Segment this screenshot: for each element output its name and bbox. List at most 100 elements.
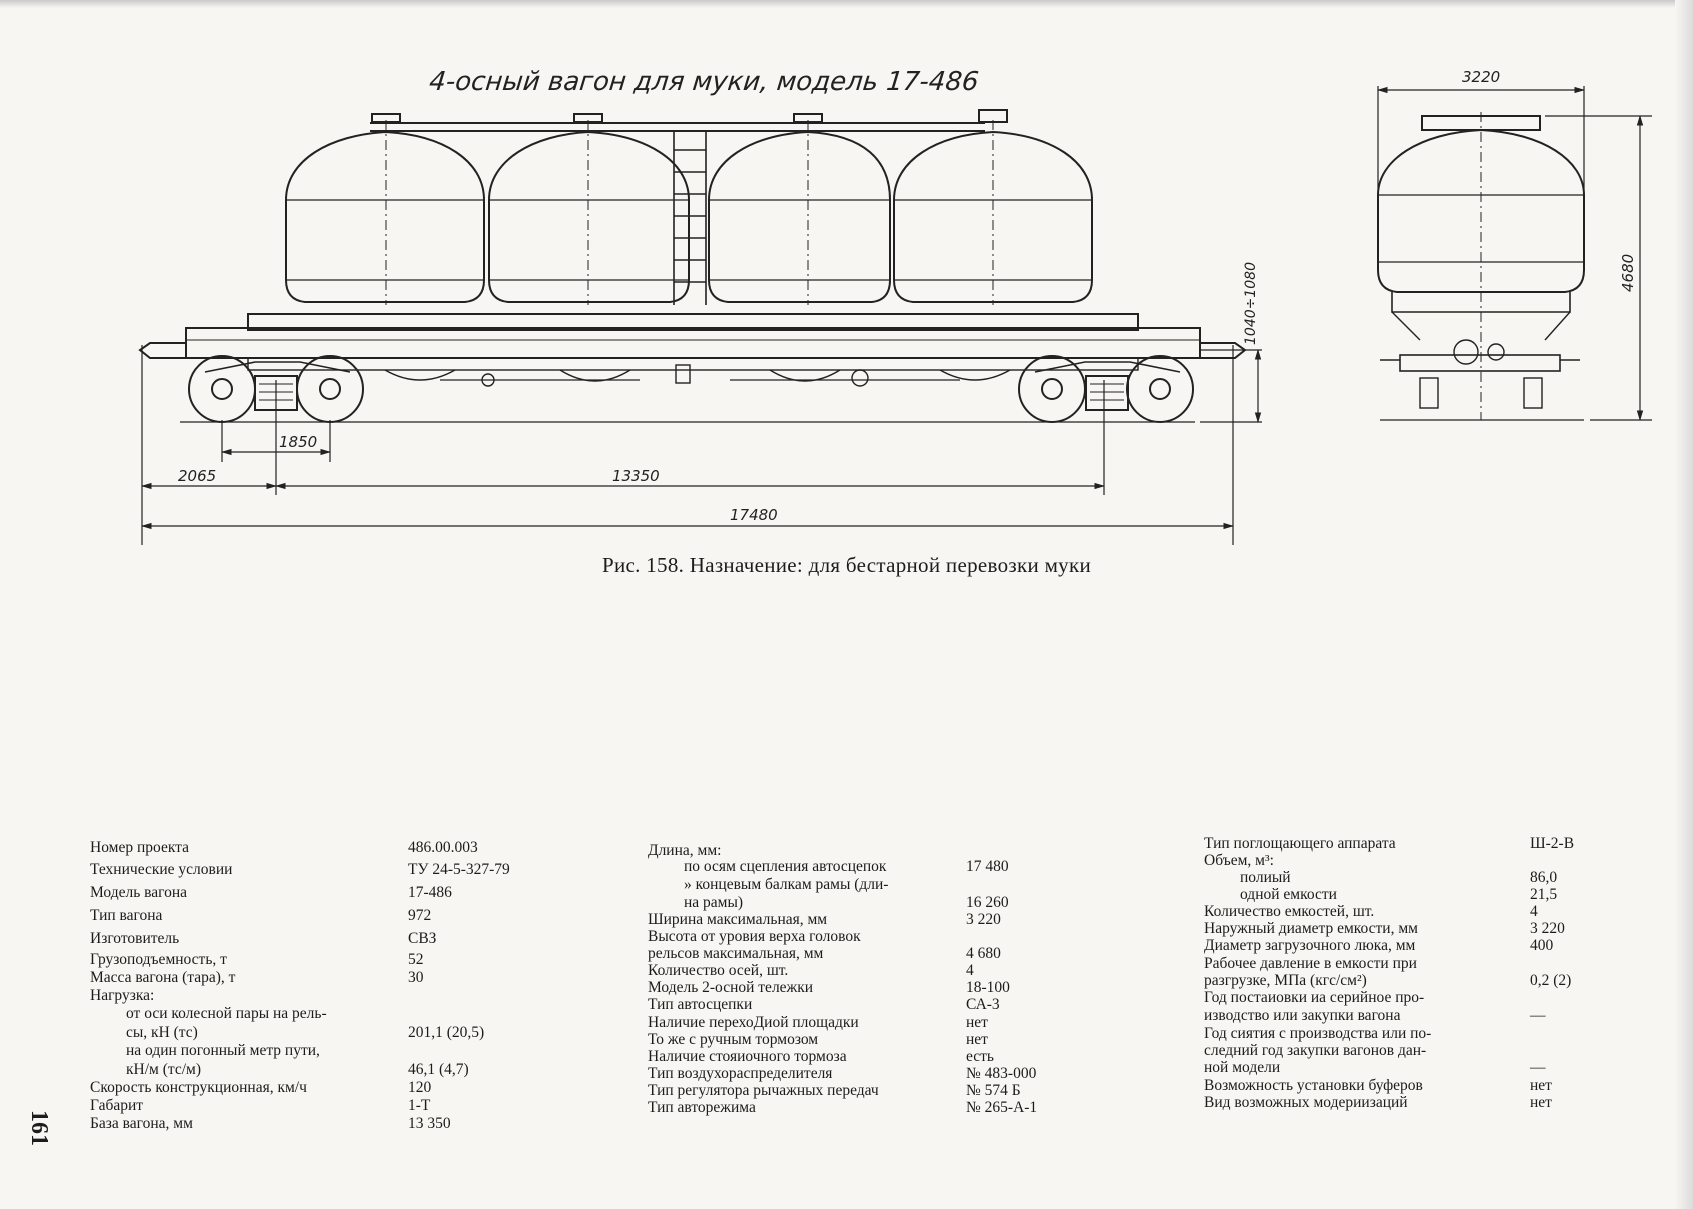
spec-label: База вагона, мм [90,1115,193,1132]
spec-value: Ш-2-В [1530,835,1575,852]
dim-coupler-height: 1040÷1080 [1243,262,1259,345]
spec-label: Масса вагона (тара), т [90,969,236,986]
spec-label: Год постаиовки иа серийное про- [1204,989,1425,1006]
spec-label: Тип вагона [90,907,163,924]
spec-value: 52 [408,951,424,968]
spec-row: от оси колесной пары на рель- [90,1005,610,1023]
spec-value: 201,1 (20,5) [408,1024,485,1041]
spec-label: сы, кН (тс) [126,1024,198,1041]
spec-label: Тип автосцепки [648,996,753,1013]
spec-row: Тип автосцепки СА-3 [648,996,1168,1014]
spec-value: 486.00.003 [408,839,478,856]
spec-value: нет [1530,1094,1552,1111]
spec-label: Возможность установки буферов [1204,1077,1423,1094]
spec-row: Скорость конструкционная, км/ч 120 [90,1079,610,1097]
spec-row: изводство или закупки вагона— [1204,1007,1674,1025]
hopper-tank [488,120,690,305]
spec-value: 46,1 (4,7) [408,1061,469,1078]
spec-label: Изготовитель [90,930,180,947]
spec-value: 3 220 [1530,920,1565,937]
spec-row: Масса вагона (тара), т 30 [90,969,610,987]
spec-value: № 265-А-1 [966,1099,1038,1116]
spec-row: Количество емкостей, шт.4 [1204,903,1674,921]
spec-value: 1-Т [408,1097,431,1114]
spec-row: кН/м (тс/м)46,1 (4,7) [90,1061,610,1079]
spec-row: Высота от уровия верха головок [648,928,1168,946]
end-view-dimensions [1376,86,1652,422]
spec-value: СА-3 [966,996,1000,1013]
spec-label: разгрузке, МПа (кгс/см²) [1204,972,1367,989]
spec-value: 17-486 [408,884,452,901]
spec-label: Количество осей, шт. [648,962,789,979]
spec-value: 18-100 [966,979,1010,996]
spec-label: Габарит [90,1097,144,1114]
spec-label: Длина, мм: [648,842,722,859]
spec-value: № 483-000 [966,1065,1037,1082]
spec-value: нет [966,1014,988,1031]
spec-row: Нагрузка: [90,987,610,1005]
spec-row: Количество осей, шт.4 [648,962,1168,980]
spec-value: СВЗ [408,930,437,947]
spec-row: разгрузке, МПа (кгс/см²) 0,2 (2) [1204,972,1674,990]
spec-row: Рабочее давление в емкости при [1204,955,1674,973]
spec-label: Нагрузка: [90,987,155,1004]
spec-value: 30 [408,969,424,986]
spec-label: на рамы) [684,894,744,911]
spec-value: ТУ 24-5-327-79 [408,861,510,878]
figure-caption: Рис. 158. Назначение: для бестарной пере… [602,553,1091,577]
spec-label: Вид возможных модериизаций [1204,1094,1408,1111]
spec-row: на рамы) 16 260 [648,894,1168,912]
ladder [673,130,707,305]
spec-label: Тип поглощающего аппарата [1204,835,1396,852]
spec-label: Диаметр загрузочного люка, мм [1204,937,1416,954]
spec-label: от оси колесной пары на рель- [126,1005,327,1022]
spec-row: Год постаиовки иа серийное про- [1204,989,1674,1007]
spec-label: Рабочее давление в емкости при [1204,955,1417,972]
spec-row: ной модели — [1204,1059,1674,1077]
spec-row: сы, кН (тс) 201,1 (20,5) [90,1024,610,1042]
spec-label: Технические условии [90,861,233,878]
spec-value: 972 [408,907,432,924]
spec-row: Тип вагона 972 [90,907,610,925]
spec-value: 400 [1530,937,1554,954]
spec-value: 3 220 [966,911,1001,928]
side-view [138,109,1247,423]
spec-label: следний год закупки вагонов дан- [1204,1042,1427,1059]
spec-label: на один погонный метр пути, [126,1042,320,1059]
spec-row: Технические условии ТУ 24-5-327-79 [90,861,610,879]
spec-label: Наличие перехоДиой площадки [648,1014,859,1031]
spec-value: 4 680 [966,945,1001,962]
spec-label: Скорость конструкционная, км/ч [90,1079,307,1096]
side-view-dimensions [140,345,1262,545]
spec-label: Количество емкостей, шт. [1204,903,1375,920]
spec-value: нет [966,1031,988,1048]
spec-row: одной емкости 21,5 [1204,886,1674,904]
bogie-right [1018,355,1194,423]
dim-width: 3220 [1462,68,1500,86]
spec-value: 0,2 (2) [1530,972,1572,989]
spec-row: Габарит 1-Т [90,1097,610,1115]
dim-wagon-base: 13350 [612,467,660,485]
spec-label: полиый [1240,869,1291,886]
spec-label: Тип авторежима [648,1099,756,1116]
dim-height: 4680 [1619,254,1637,292]
spec-label: по осям сцепления автосцепок [684,858,887,875]
spec-value: — [1530,1059,1546,1076]
spec-value: 120 [408,1079,432,1096]
spec-row: Вид возможных модериизаций нет [1204,1094,1674,1112]
spec-value: 16 260 [966,894,1009,911]
spec-row: Длина, мм: [648,842,1168,860]
spec-label: ной модели [1204,1059,1281,1076]
spec-value: 21,5 [1530,886,1558,903]
spec-label: одной емкости [1240,886,1337,903]
